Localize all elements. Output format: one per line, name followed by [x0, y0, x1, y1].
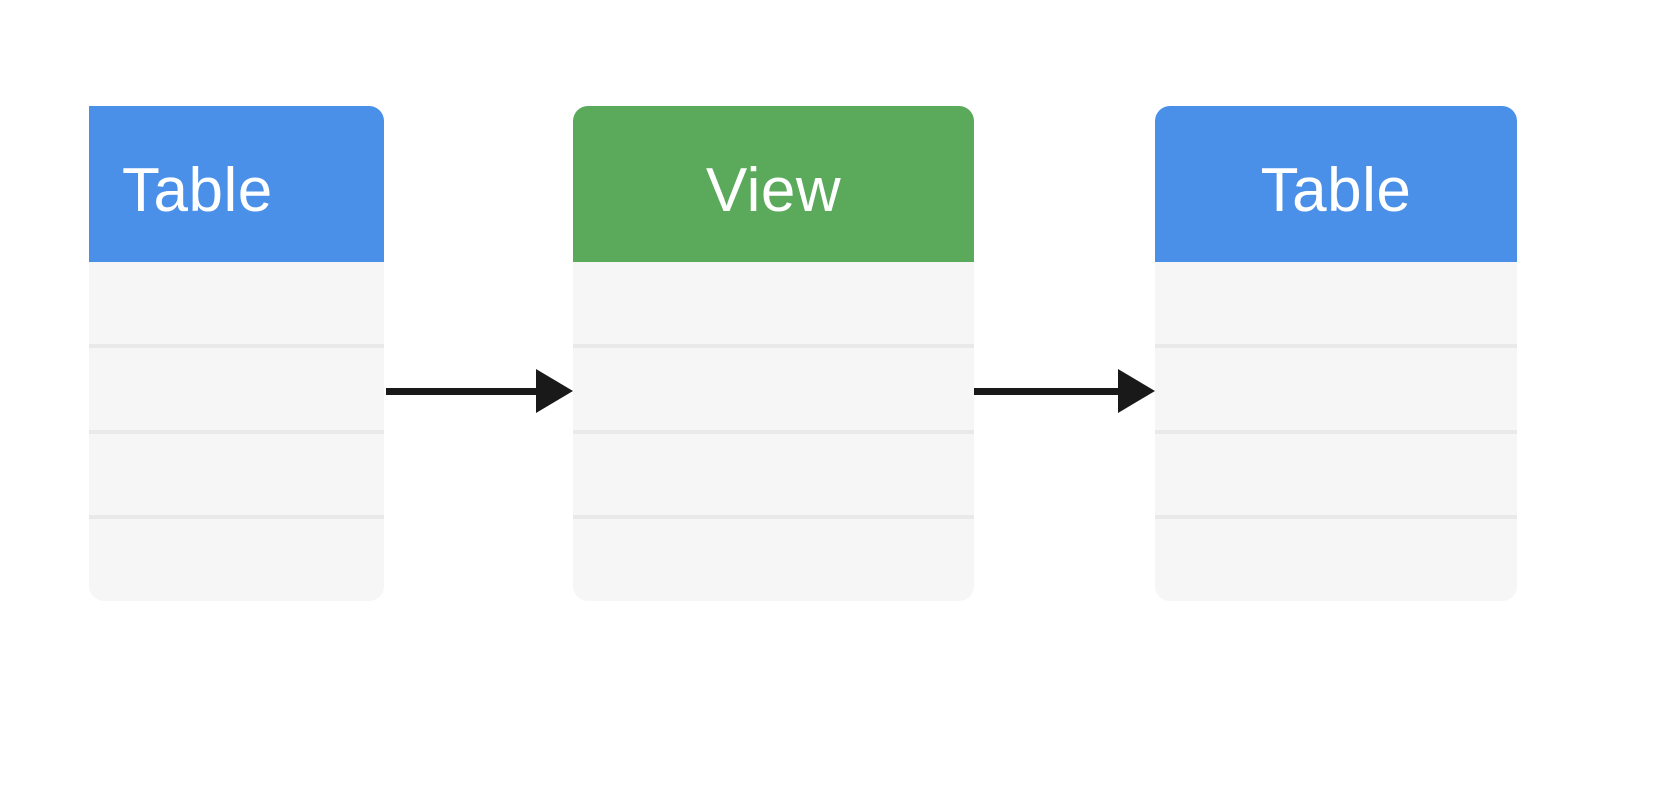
table-row	[1155, 515, 1517, 601]
table-row	[573, 343, 974, 430]
arrow-shaft	[974, 387, 1118, 395]
flow-arrow	[974, 369, 1155, 413]
node-label: Table	[1260, 156, 1412, 225]
table-row	[573, 429, 974, 516]
node-header: Table	[89, 106, 384, 262]
node-header: Table	[1155, 106, 1517, 262]
table-row	[1155, 262, 1517, 344]
node-label: Table	[122, 156, 273, 225]
node-table-source: Table	[89, 106, 384, 601]
node-view: View	[573, 106, 974, 601]
table-row	[573, 515, 974, 601]
node-table-target: Table	[1155, 106, 1517, 601]
arrow-head-icon	[536, 369, 573, 413]
table-row	[89, 343, 384, 430]
node-body	[573, 262, 974, 601]
arrow-head-icon	[1118, 369, 1155, 413]
table-row	[89, 262, 384, 344]
node-body	[1155, 262, 1517, 601]
flow-arrow	[386, 369, 573, 413]
table-row	[89, 515, 384, 601]
arrow-shaft	[386, 387, 536, 395]
node-header: View	[573, 106, 974, 262]
table-row	[1155, 429, 1517, 516]
table-row	[573, 262, 974, 344]
table-row	[89, 429, 384, 516]
node-label: View	[705, 156, 842, 225]
table-row	[1155, 343, 1517, 430]
node-body	[89, 262, 384, 601]
